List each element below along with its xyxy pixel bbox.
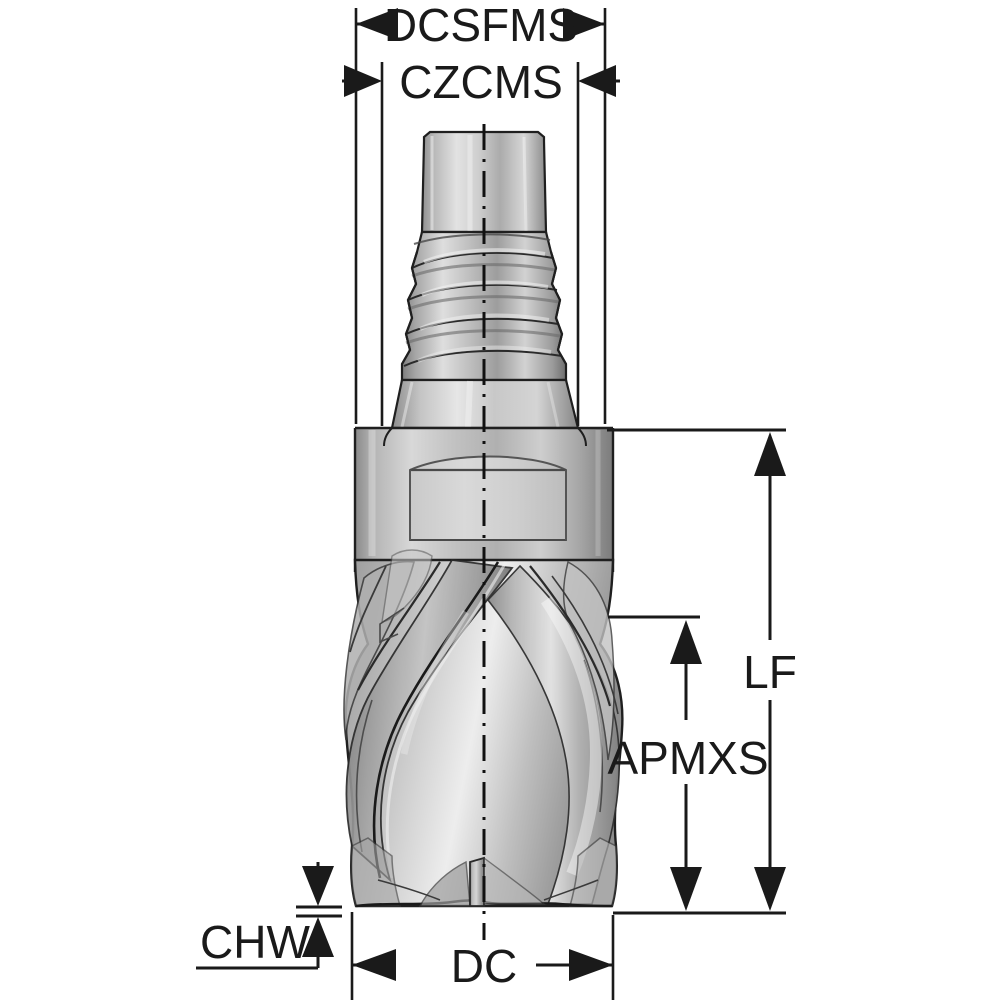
dimension-label-czcms: CZCMS bbox=[399, 56, 563, 108]
dimension-label-dc: DC bbox=[451, 940, 517, 992]
dimension-lf[interactable]: LF bbox=[607, 428, 797, 915]
dimension-label-dcsfms: DCSFMS bbox=[384, 0, 578, 51]
dimension-czcms[interactable]: CZCMS bbox=[342, 56, 620, 426]
dimension-label-lf: LF bbox=[743, 646, 797, 698]
dimension-chw[interactable]: CHW bbox=[196, 862, 342, 970]
tool-illustration bbox=[343, 124, 624, 940]
threaded-shank bbox=[400, 230, 568, 382]
dimension-dc[interactable]: DC bbox=[350, 912, 615, 1000]
dimension-label-chw: CHW bbox=[200, 916, 310, 968]
flute-section bbox=[343, 549, 624, 908]
dimension-label-apmxs: APMXS bbox=[607, 732, 768, 784]
cutter-body bbox=[353, 426, 615, 572]
dimension-annotations: DCSFMS CZCMS LF bbox=[196, 0, 797, 1000]
dimension-apmxs[interactable]: APMXS bbox=[607, 615, 769, 915]
